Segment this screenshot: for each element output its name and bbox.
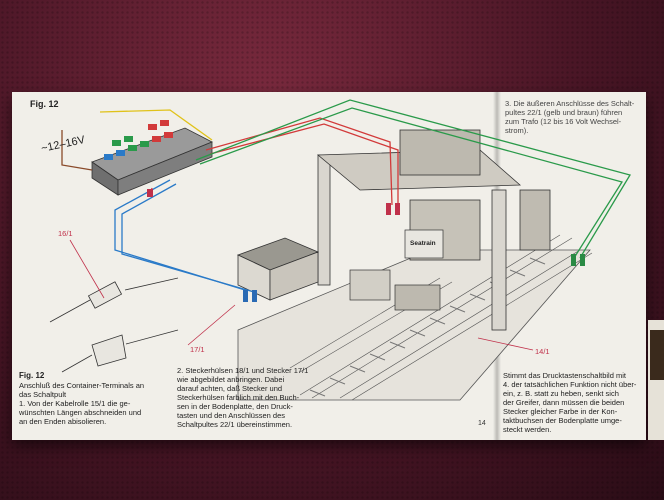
step-4-block: Stimmt das Drucktastenschaltbild mit 4. … [503, 371, 649, 434]
wires [61, 99, 632, 293]
brown-wire [61, 130, 93, 171]
red-push-button[interactable] [164, 132, 173, 138]
red-push-button[interactable] [160, 120, 169, 126]
green-wire [199, 107, 624, 259]
terminal-building [236, 237, 320, 301]
blue-push-button[interactable] [104, 154, 113, 160]
blue-wire [114, 179, 246, 291]
step-2-line: Schaltpultes 22/1 übereinstimmen. [177, 420, 293, 429]
page-number: 14 [478, 420, 486, 427]
step-4-line: taktbuchsen der Bodenplatte umge- [503, 416, 622, 425]
red-push-button[interactable] [152, 136, 161, 142]
step-4-line: Stecker gleicher Farbe in der Kon- [503, 407, 618, 416]
gantry-crane [316, 129, 551, 331]
cable-tools [49, 277, 179, 373]
caption-line: an den Enden abisolieren. [19, 417, 107, 426]
adjacent-object-dark [650, 330, 664, 380]
label-leaders [69, 239, 534, 351]
step-4-line: steckt werden. [503, 425, 552, 434]
step-2-block: 2. Steckerhülsen 18/1 und Stecker 17/1 w… [177, 366, 337, 429]
plugs [147, 189, 585, 302]
step-2-line: 2. Steckerhülsen 18/1 und Stecker 17/1 [177, 366, 309, 375]
green-push-button[interactable] [112, 140, 121, 146]
step-2-line: tasten und den Anschlüssen des [177, 411, 285, 420]
part-label-17-1: 17/1 [190, 345, 205, 354]
step-2-line: darauf achten, daß Stecker und [177, 384, 283, 393]
step-4-line: 4. der tatsächlichen Funktion nicht über… [503, 380, 637, 389]
caption-line: 1. Von der Kabelrolle 15/1 die ge- [19, 399, 131, 408]
caption-figure-label: Fig. 12 [19, 371, 45, 380]
step-3-line: zum Trafo (12 bis 16 Volt Wechsel- [505, 117, 622, 126]
caption-line: Anschluß des Container-Terminals an [19, 381, 145, 390]
green-push-button[interactable] [124, 136, 133, 142]
blue-push-button[interactable] [116, 150, 125, 156]
part-label-14-1: 14/1 [535, 347, 550, 356]
step-3-line: 3. Die äußeren Anschlüsse des Schalt- [505, 99, 635, 108]
step-4-line: Stimmt das Drucktastenschaltbild mit [503, 371, 626, 380]
step-2-line: wie abgebildet anbringen. Dabei [177, 375, 285, 384]
control-panel [91, 120, 213, 196]
blue-wire [121, 183, 255, 293]
step-4-line: der Greifer, dann müssen die beiden [503, 398, 625, 407]
caption-block: Fig. 12 Anschluß des Container-Terminals… [19, 371, 174, 426]
green-push-button[interactable] [128, 145, 137, 151]
trucks [349, 229, 444, 311]
green-push-button[interactable] [140, 141, 149, 147]
step-4-line: ein, z. B. statt zu heben, senkt sich [503, 389, 619, 398]
step-2-line: Steckerhülsen farblich mit den Buch- [177, 393, 300, 402]
container-sign: Seatrain [410, 240, 436, 247]
red-push-button[interactable] [148, 124, 157, 130]
figure-label-top: Fig. 12 [30, 99, 59, 109]
caption-line: das Schaltpult [19, 390, 67, 399]
voltage-label: ~12–16V [40, 134, 87, 155]
caption-line: wünschten Längen abschneiden und [19, 408, 142, 417]
step-3-line: strom). [505, 126, 529, 135]
green-wire [195, 99, 632, 259]
step-2-line: sen in der Bodenplatte, den Druck- [177, 402, 293, 411]
yellow-wire [99, 109, 213, 141]
step-3-block: 3. Die äußeren Anschlüsse des Schalt- pu… [505, 99, 645, 135]
sleepers [309, 257, 546, 397]
step-3-line: pultes 22/1 (gelb und braun) führen [505, 108, 623, 117]
part-label-16-1: 16/1 [58, 229, 73, 238]
